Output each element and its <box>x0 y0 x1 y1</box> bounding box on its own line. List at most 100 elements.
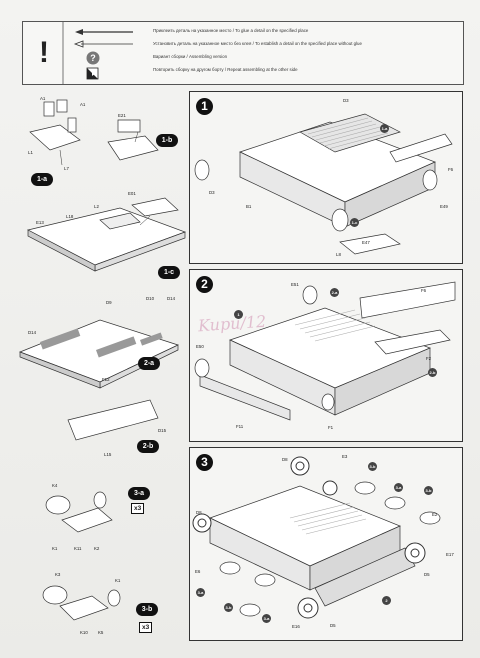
ref-badge: 3-b <box>424 486 433 495</box>
ref-badge: 3-b <box>368 462 377 471</box>
part-label: D8 <box>282 457 288 462</box>
ref-badge: 2-a <box>330 288 339 297</box>
mirror-icon <box>86 67 99 80</box>
glue-arrow-icon <box>75 29 133 35</box>
part-label: F12 <box>102 377 110 382</box>
part-k3 <box>42 585 68 605</box>
ref-badge: 3-a <box>394 483 403 492</box>
multiplier-3b: x3 <box>139 622 153 633</box>
part-label: E6 <box>195 569 201 574</box>
part-label: D8 <box>196 510 202 515</box>
part-label: F1 <box>328 425 334 430</box>
part-label: A1 <box>80 102 86 107</box>
ref-badge: 1-a <box>380 124 389 133</box>
part-label: L2 <box>94 204 99 209</box>
part-label: E16 <box>292 624 300 629</box>
step-2-panel: 2 Kupu/12 1 2-a 2-b <box>189 269 463 442</box>
substep-badge-2b: 2-b <box>137 440 159 453</box>
part-label: D5 <box>330 623 336 628</box>
part-label: E47 <box>362 240 370 245</box>
part-label: E49 <box>440 204 448 209</box>
part-label: L18 <box>66 214 74 219</box>
part-label: L1 <box>28 150 33 155</box>
ref-badge: 2-b <box>428 368 437 377</box>
legend-row-no-glue: Установить деталь на указанное место без… <box>153 41 362 46</box>
part-bracket <box>67 117 77 133</box>
part-label: D5 <box>424 572 430 577</box>
part-k11 <box>61 507 113 533</box>
part-label: F11 <box>236 424 244 429</box>
part-label: E17 <box>446 552 454 557</box>
part-label: L15 <box>104 452 112 457</box>
part-label: B1 <box>246 204 252 209</box>
step-1-panel: 1 1-a 1-c D3 F6 D3 <box>189 91 463 264</box>
part-label: D3 <box>343 98 349 103</box>
part-label: E01 <box>128 191 136 196</box>
part-label: K11 <box>74 546 82 551</box>
part-label: A1 <box>40 96 46 101</box>
part-e01 <box>131 197 179 217</box>
substep-badge-1b: 1-b <box>156 134 178 147</box>
part-k1 <box>107 589 121 607</box>
part-label: E2 <box>432 512 438 517</box>
side-plate-2b <box>67 399 159 441</box>
part-label: E51 <box>291 282 299 287</box>
step-3-hull-drawing <box>192 456 441 619</box>
part-label: E3 <box>342 454 348 459</box>
symbol-legend: ! ? Приклеить д <box>22 21 464 85</box>
legend-row-glue: Приклеить деталь на указанное место / To… <box>153 28 309 33</box>
ref-badge: 3-a <box>262 614 271 623</box>
ref-badge: 3-a <box>196 588 205 597</box>
part-label: L8 <box>336 252 341 257</box>
step-number-1: 1 <box>196 98 213 115</box>
part-label: D15 <box>158 428 167 433</box>
part-label: K1 <box>52 546 58 551</box>
part-label: D14 <box>28 330 37 335</box>
substep-badge-3a: 3-a <box>128 487 150 500</box>
step-2-hull-drawing <box>194 281 456 421</box>
part-label: D9 <box>106 300 112 305</box>
part-label: D3 <box>209 190 215 195</box>
part-label: F2 <box>426 356 432 361</box>
part-a1-base <box>29 124 81 151</box>
part-label: F6 <box>421 288 427 293</box>
part-k10 <box>59 595 109 621</box>
ref-badge: 1 <box>234 310 243 319</box>
part-label: F6 <box>448 167 454 172</box>
ref-badge: 3-b <box>224 603 233 612</box>
part-label: K1 <box>115 578 121 583</box>
part-label: D14 <box>167 296 176 301</box>
part-label: K3 <box>55 572 61 577</box>
part-k4 <box>45 495 71 515</box>
substep-badge-1a: 1-a <box>31 173 53 186</box>
legend-row-version: Вариант сборки / Assembling version <box>153 54 228 59</box>
part-label: K5 <box>98 630 104 635</box>
part-label: K10 <box>80 630 88 635</box>
no-glue-arrow-icon <box>73 40 133 48</box>
exclamation-icon: ! <box>39 36 49 69</box>
step-number-2: 2 <box>196 276 213 293</box>
part-label: E50 <box>196 344 204 349</box>
part-label: K4 <box>52 483 58 488</box>
step-1-hull-drawing <box>194 113 453 255</box>
step-number-3: 3 <box>196 454 213 471</box>
multiplier-3a: x3 <box>131 503 145 514</box>
ref-badge: 1-c <box>350 218 359 227</box>
substep-badge-1c: 1-c <box>158 266 180 279</box>
step-3-panel: 3 <box>189 447 463 641</box>
part-label: D10 <box>146 296 155 301</box>
part-label: L7 <box>64 166 69 171</box>
part-k2-wheel <box>93 491 107 509</box>
part-e21 <box>117 119 141 133</box>
substep-badge-2a: 2-a <box>138 357 160 370</box>
legend-symbols: ? <box>62 22 133 84</box>
part-e21-assembly <box>107 135 159 161</box>
part-label: E13 <box>36 220 44 225</box>
part-label: K2 <box>94 546 100 551</box>
part-a1-2 <box>56 99 68 113</box>
hull-floor-plate <box>27 207 187 266</box>
part-label: E21 <box>118 113 126 118</box>
question-icon: ? <box>86 51 100 65</box>
